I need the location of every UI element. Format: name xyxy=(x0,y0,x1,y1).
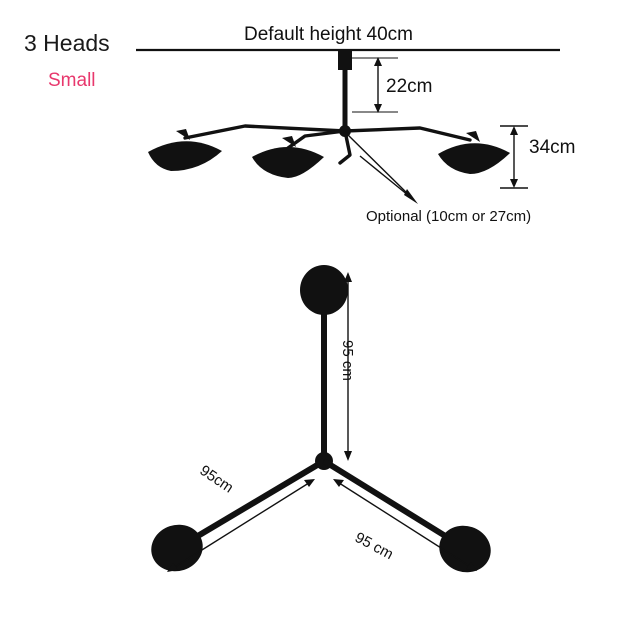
plan-dim-left xyxy=(169,480,313,571)
plan-dim-vert-arrow-bottom xyxy=(344,451,352,461)
label-span-vertical: 95 cm xyxy=(339,340,356,381)
arm-right xyxy=(343,126,472,142)
label-optional-lengths: Optional (10cm or 27cm) xyxy=(366,208,532,225)
plan-arm-lower-right xyxy=(322,458,457,545)
plan-dim-left-arrow-start xyxy=(304,479,315,487)
plan-arm-lower-left xyxy=(184,458,326,546)
dim-34-arrow-top xyxy=(510,126,518,135)
lamp-shade-right xyxy=(438,131,510,174)
plan-shade-top xyxy=(300,265,348,315)
arm-left xyxy=(183,124,347,140)
plan-dim-left-arrow-end xyxy=(167,563,178,572)
plan-shade-lower-left xyxy=(151,524,203,572)
plan-dim-right-arrow-end xyxy=(466,562,477,571)
arm-middle xyxy=(286,129,347,150)
label-drop-22cm: 22cm xyxy=(386,76,433,97)
dim-22-arrow-top xyxy=(374,57,382,66)
optional-leader-1-arrow xyxy=(404,189,418,204)
arm-hook xyxy=(338,129,352,165)
lamp-shade-middle xyxy=(252,136,324,178)
label-height-34cm: 34cm xyxy=(529,137,576,158)
lamp-shade-left xyxy=(148,129,222,171)
plan-dim-right-arrow-start xyxy=(333,479,344,487)
ceiling-mount-block xyxy=(338,50,352,70)
title-size-small: Small xyxy=(48,70,96,91)
plan-dim-right xyxy=(335,480,475,570)
label-default-height: Default height 40cm xyxy=(244,24,413,45)
dim-22-arrow-bottom xyxy=(374,104,382,113)
plan-dim-vert-arrow-top xyxy=(344,272,352,282)
optional-leader-1 xyxy=(344,131,415,201)
title-heads: 3 Heads xyxy=(24,30,110,56)
plan-shade-lower-right xyxy=(439,525,491,573)
optional-leader-2 xyxy=(359,155,415,201)
dim-34-arrow-bottom xyxy=(510,179,518,188)
